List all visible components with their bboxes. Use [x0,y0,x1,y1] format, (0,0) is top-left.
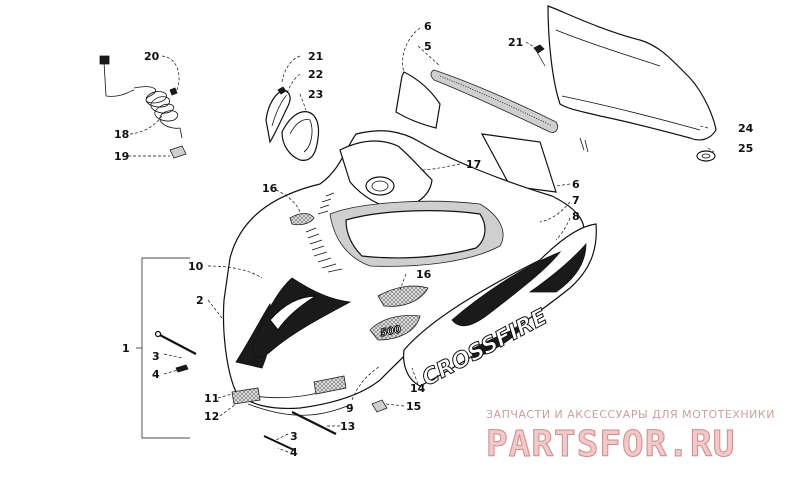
callout-24: 24 [738,122,754,135]
watermark-brand: PARTSFOR.RU [486,424,735,465]
rod-13 [291,411,337,435]
spring-cable-18 [99,55,183,139]
windshield-seal-strip [430,69,558,133]
badge-text: 500 [379,324,402,339]
watermark-tagline: ЗАПЧАСТИ И АКСЕССУАРЫ ДЛЯ МОТОТЕХНИКИ [486,408,775,421]
screw-21-windshield [533,44,546,67]
side-panel-right [480,133,557,193]
callout-5: 5 [424,40,432,53]
callout-12: 12 [204,410,219,423]
callout-20: 20 [144,50,160,63]
hood-main [222,130,585,416]
side-panel-upper [395,71,441,129]
callout-21-windshield: 21 [508,36,523,49]
callout-21-vent: 21 [308,50,323,63]
callout-18: 18 [114,128,129,141]
vent-mesh-16-upper [289,213,315,226]
rod-3-upper [154,330,197,355]
callout-10: 10 [188,260,204,273]
callout-25: 25 [738,142,753,155]
callout-13: 13 [340,420,355,433]
model-badge: 500 [369,315,421,341]
callout-6-right: 6 [572,178,580,191]
screw-21-vent [277,86,287,95]
hood-louvers [305,192,343,273]
callout-19: 19 [114,150,129,163]
callout-1: 1 [122,342,130,355]
callout-16-left: 16 [262,182,278,195]
callout-labels: 1 2 3 4 3 4 5 6 6 7 8 9 10 11 12 13 14 1… [114,20,754,459]
callout-15: 15 [406,400,421,413]
callout-22: 22 [308,68,323,81]
clip-19 [169,145,187,159]
rod-3-lower [263,435,295,451]
callout-6-top: 6 [424,20,432,33]
callout-7: 7 [572,194,580,207]
callout-4-upper: 4 [152,368,160,381]
callout-2: 2 [196,294,204,307]
callout-17: 17 [466,158,481,171]
callout-11: 11 [204,392,219,405]
vent-bezel-23 [281,111,320,161]
vent-mesh-16-right [377,285,429,307]
leader-lines [128,27,715,453]
callout-8: 8 [572,210,580,223]
pin-4-upper [175,364,189,373]
callout-14: 14 [410,382,426,395]
windshield [547,5,717,153]
vent-bezel-22 [265,89,291,144]
callout-4-lower: 4 [290,446,298,459]
clip-15 [371,399,388,413]
callout-23: 23 [308,88,323,101]
callout-3-upper: 3 [152,350,160,363]
watermark: ЗАПЧАСТИ И АКСЕССУАРЫ ДЛЯ МОТОТЕХНИКИ PA… [486,408,775,466]
callout-16-center: 16 [416,268,432,281]
hood-graphic-left [251,277,352,358]
lower-vent-11-12 [231,375,347,405]
callout-9: 9 [346,402,354,415]
callout-3-lower: 3 [290,430,298,443]
washer-25 [696,150,716,162]
